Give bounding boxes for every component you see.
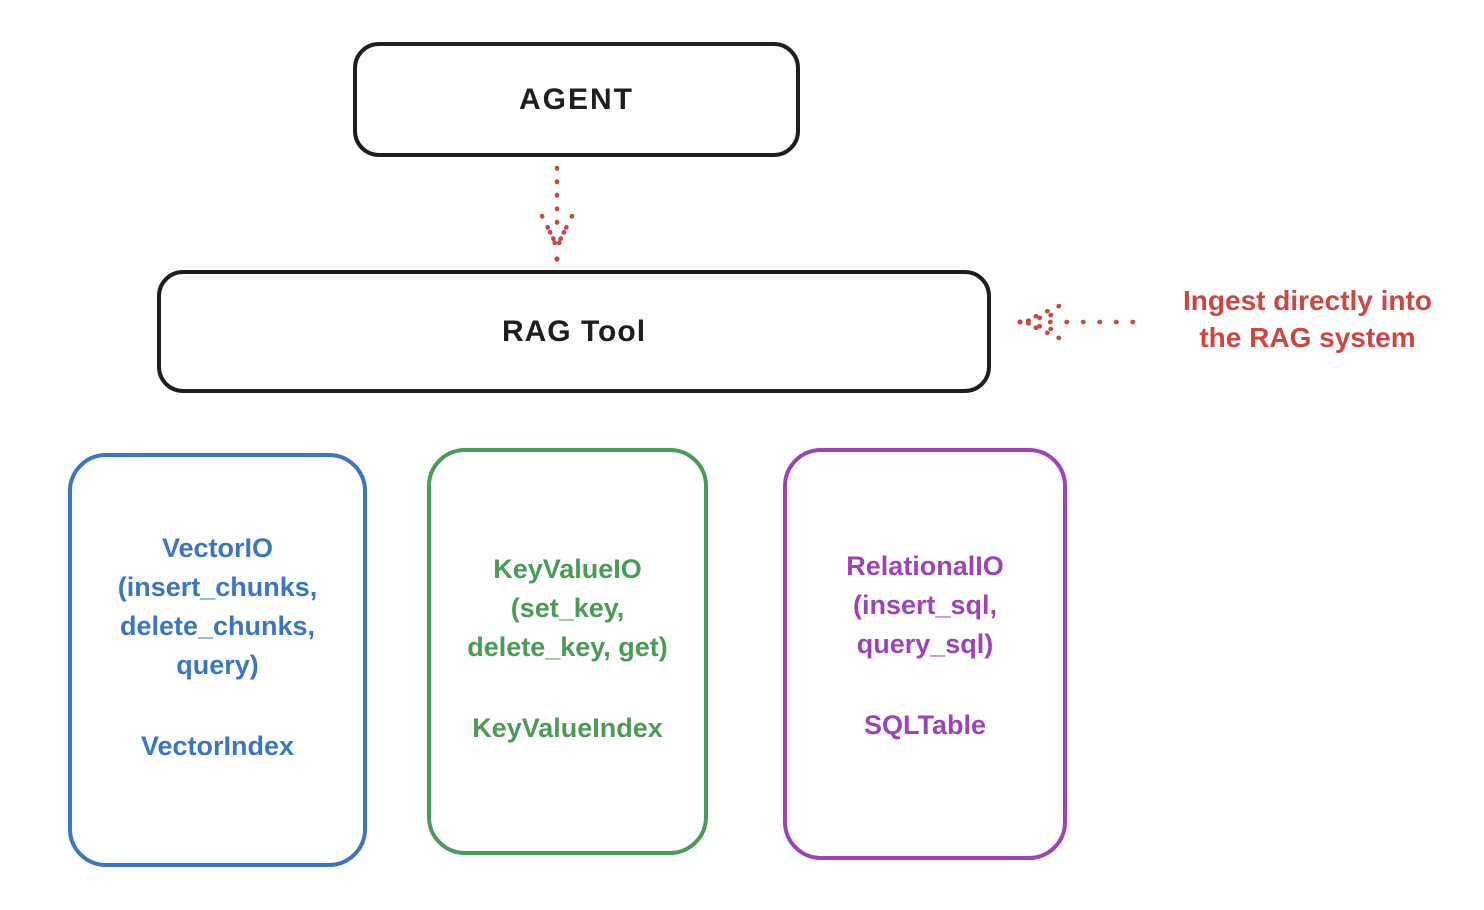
dotted-arrow-down-icon [535,160,579,272]
rag-tool-box-label: RAG Tool [501,314,647,348]
vector-io-box: VectorIO (insert_chunks, delete_chunks, … [68,453,367,867]
agent-box: AGENT [353,42,800,157]
relational-io-methods: RelationalIO (insert_sql, query_sql) [846,551,1004,659]
keyvalue-io-methods: KeyValueIO (set_key, delete_key, get) [467,554,668,662]
rag-tool-box: RAG Tool [157,270,991,393]
agent-box-label: AGENT [519,82,634,116]
keyvalue-io-index-label: KeyValueIndex [472,713,663,743]
dotted-arrow-left-icon [1013,298,1141,344]
relational-io-index-label: SQLTable [863,710,986,740]
keyvalue-io-box: KeyValueIO (set_key, delete_key, get) Ke… [427,448,708,855]
vector-io-index-label: VectorIndex [140,731,295,761]
ingest-annotation: Ingest directly into the RAG system [1183,285,1432,353]
relational-io-box: RelationalIO (insert_sql, query_sql) SQL… [783,448,1067,860]
vector-io-methods: VectorIO (insert_chunks, delete_chunks, … [117,533,318,680]
